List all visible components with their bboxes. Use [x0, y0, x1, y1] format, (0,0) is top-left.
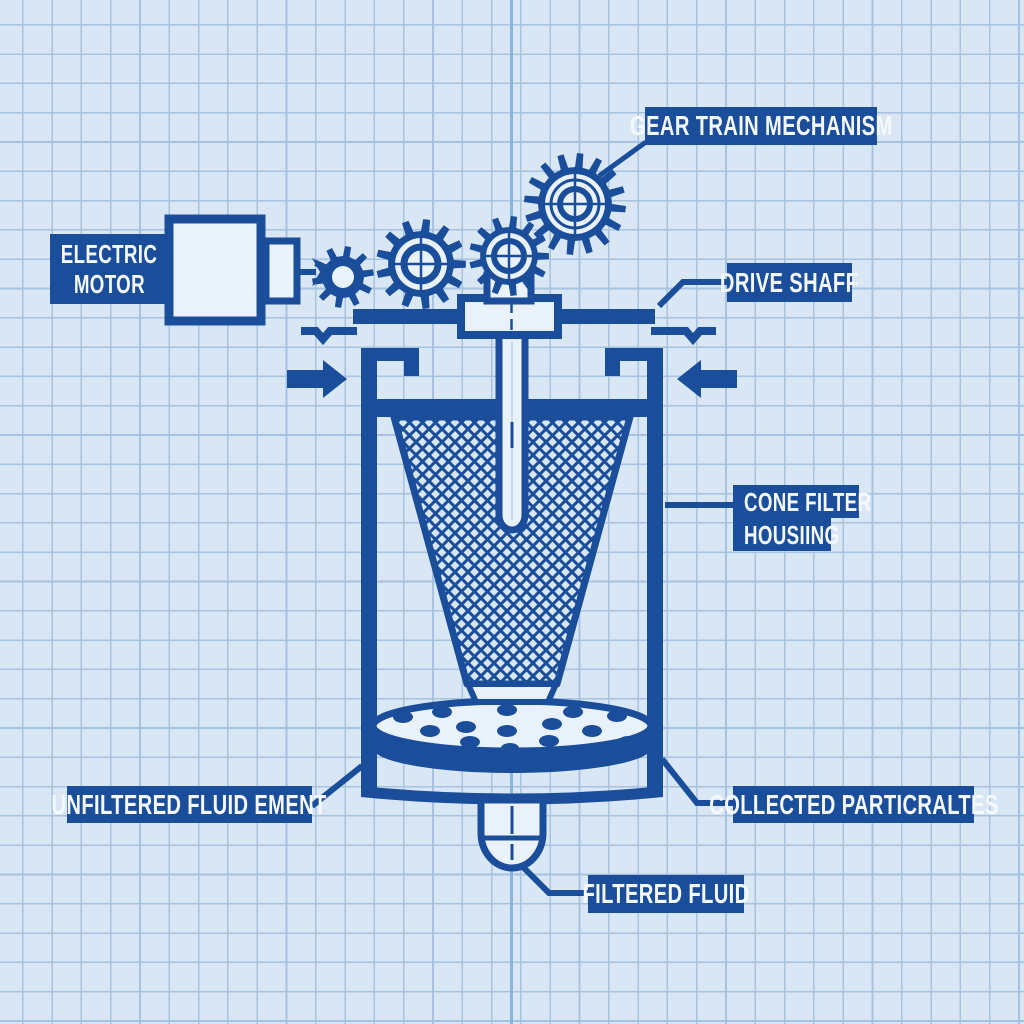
drive-shaft-icon: [495, 330, 529, 534]
label-text: MOTOR: [73, 269, 145, 299]
label-filtered-fluid: FILTERED FLUID: [582, 875, 749, 913]
leader-gear-train: [597, 139, 648, 179]
housing-walls: [361, 348, 663, 790]
gear-icon: [312, 246, 374, 308]
leader-drive-shaft: [656, 279, 727, 309]
label-text: DRIVE SHAFF: [720, 266, 859, 298]
label-text: HOUSIING: [744, 519, 840, 550]
label-text: UNFILTERED FLUID EMENT: [51, 788, 328, 820]
gear-icon: [376, 219, 466, 309]
plate-holes: [393, 704, 638, 753]
leader-filtered: [516, 860, 589, 896]
leader-collected: [659, 757, 733, 806]
electric-motor-icon: [164, 214, 340, 326]
label-electric-motor: ELECTRIC MOTOR: [50, 234, 168, 304]
leader-unfiltered: [310, 763, 364, 809]
label-gear-train-mechanism: GEAR TRAIN MECHANISM: [630, 107, 892, 145]
cone-filter-mesh-icon: [390, 413, 634, 705]
gear-icon: [524, 153, 626, 255]
inlet-arrow-right-icon: [677, 360, 737, 398]
outlet-pipe-icon: [477, 796, 547, 872]
label-cone-filter-line2: HOUSIING: [733, 518, 839, 551]
label-drive-shaft: DRIVE SHAFF: [720, 263, 858, 302]
cone-collar: [465, 681, 559, 705]
inlet-arrows: [287, 360, 737, 398]
break-line-right: [651, 327, 716, 346]
label-text: FILTERED FLUID: [582, 878, 750, 909]
perforated-plate-icon: [369, 697, 655, 773]
inlet-arrow-left-icon: [287, 360, 347, 398]
label-unfiltered-fluid: UNFILTERED FLUID EMENT: [52, 786, 327, 823]
label-text: GEAR TRAIN MECHANISM: [629, 110, 893, 141]
label-text: COLLECTED PARTICRALTES: [708, 788, 999, 820]
housing-bottom-cap: [361, 786, 663, 805]
gear-icon: [469, 216, 549, 296]
leader-lines: [310, 139, 733, 896]
label-text: ELECTRIC: [60, 239, 158, 269]
label-collected-particulates: COLLECTED PARTICRALTES: [709, 786, 998, 823]
break-line-left: [301, 327, 357, 346]
label-cone-filter-line1: CONE FILTER: [733, 485, 871, 518]
gear-train: [312, 153, 626, 309]
label-text: CONE FILTER: [744, 486, 872, 517]
